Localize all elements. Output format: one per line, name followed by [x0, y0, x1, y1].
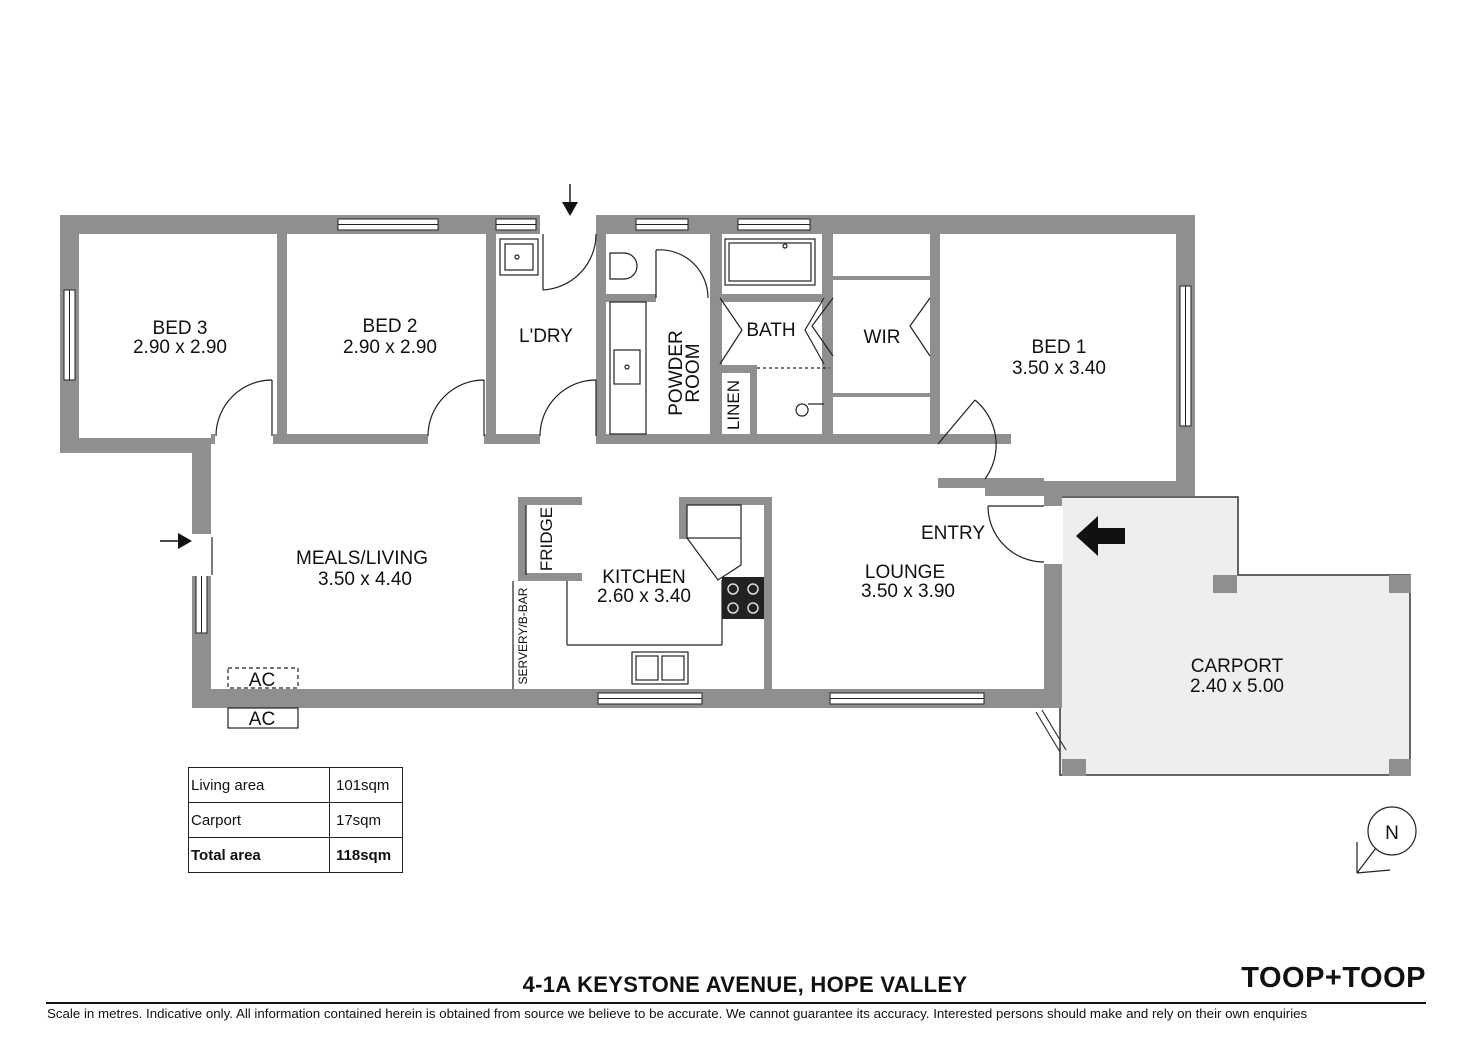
ac-units [227, 667, 299, 729]
servery-name: SERVERY/B-BAR [516, 587, 530, 684]
area-label: Total area [188, 837, 330, 873]
cooktop-icon [722, 577, 764, 619]
entry-name: ENTRY [921, 523, 985, 544]
pantry-corner-icon [686, 504, 742, 539]
bed3-name: BED 3 [153, 318, 208, 339]
vanity-basin-icon [613, 349, 641, 385]
shower-icon [795, 403, 809, 417]
door-openings [191, 214, 1063, 576]
bed1-name: BED 1 [1032, 337, 1087, 358]
door-swings [211, 233, 1045, 575]
internal-walls [211, 234, 1044, 689]
area-value: 17sqm [329, 802, 403, 838]
meals-living-name: MEALS/LIVING [296, 548, 428, 569]
partitions [719, 297, 931, 369]
area-value: 118sqm [329, 837, 403, 873]
linen-name: LINEN [724, 380, 743, 430]
ac-outside-label: AC [249, 709, 275, 730]
main-entry-arrow-icon [1076, 516, 1125, 556]
carport-name: CARPORT [1191, 656, 1284, 677]
entry-arrows [160, 184, 1125, 556]
bath-name: BATH [746, 320, 795, 341]
bed3-size: 2.90 x 2.90 [133, 337, 227, 358]
laundry-trough-icon [499, 238, 539, 276]
compass-label: N [1385, 823, 1399, 844]
disclaimer-text: Scale in metres. Indicative only. All in… [47, 1006, 1308, 1021]
toilet-icon [609, 252, 638, 280]
room-labels: BED 3 2.90 x 2.90 BED 2 2.90 x 2.90 L'DR… [133, 316, 1284, 730]
bed2-size: 2.90 x 2.90 [343, 337, 437, 358]
kitchen-size: 2.60 x 3.40 [597, 586, 691, 607]
wir-name: WIR [864, 327, 901, 348]
area-label: Carport [188, 802, 330, 838]
meals-living-size: 3.50 x 4.40 [318, 569, 412, 590]
window-glass-lines [69, 224, 1186, 699]
table-row: Living area 101sqm [188, 767, 403, 803]
carport-slab [1035, 496, 1411, 776]
ac-inside-label: AC [249, 670, 275, 691]
bathtub-icon [724, 238, 816, 286]
powder-room-line2: ROOM [683, 343, 704, 402]
fridge-name: FRIDGE [537, 507, 556, 571]
property-address: 4-1A KEYSTONE AVENUE, HOPE VALLEY [522, 972, 968, 997]
kitchen-sink-icon [631, 651, 689, 685]
fixtures [499, 238, 824, 689]
kitchen-name: KITCHEN [602, 567, 685, 588]
bed1-size: 3.50 x 3.40 [1012, 358, 1106, 379]
area-value: 101sqm [329, 767, 403, 803]
lounge-name: LOUNGE [865, 562, 945, 583]
windows [63, 218, 1192, 705]
bed2-name: BED 2 [363, 316, 418, 337]
table-row: Total area 118sqm [188, 837, 403, 873]
area-label: Living area [188, 767, 330, 803]
carport-size: 2.40 x 5.00 [1190, 676, 1284, 697]
external-walls [60, 215, 1195, 708]
compass-icon: N [1356, 806, 1417, 874]
brand-logo: TOOP+TOOP [1241, 962, 1426, 994]
powder-room-line1: POWDER [666, 330, 687, 416]
laundry-name: L'DRY [519, 326, 573, 347]
area-table: Living area 101sqm Carport 17sqm Total a… [188, 767, 403, 873]
lounge-size: 3.50 x 3.90 [861, 581, 955, 602]
footer-divider [46, 1002, 1426, 1004]
table-row: Carport 17sqm [188, 802, 403, 838]
